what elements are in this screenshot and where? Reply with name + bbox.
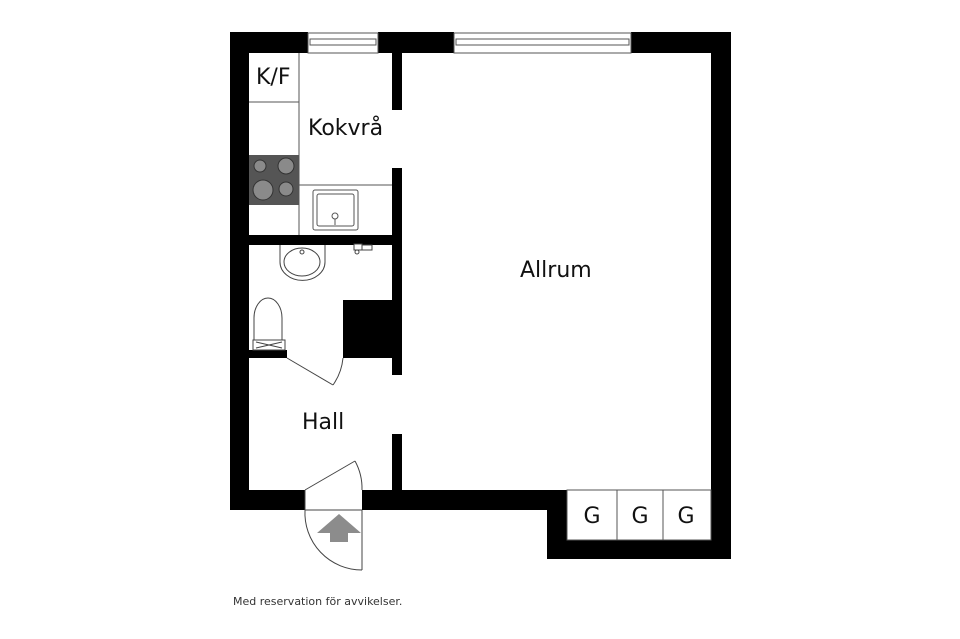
stove-icon bbox=[249, 155, 299, 205]
tap-icon bbox=[353, 243, 373, 255]
room-label-hall: Hall bbox=[302, 410, 345, 435]
wardrobe-label: G bbox=[583, 504, 601, 529]
window-living-room bbox=[453, 32, 632, 54]
bathroom-door[interactable] bbox=[286, 357, 344, 386]
wardrobes bbox=[566, 489, 712, 541]
wardrobe-label: G bbox=[631, 504, 649, 529]
fridge-freezer-label: K/F bbox=[256, 65, 291, 90]
wardrobe-label: G bbox=[677, 504, 695, 529]
window-kitchen bbox=[307, 32, 379, 54]
room-label-living-room: Allrum bbox=[520, 258, 592, 283]
room-label-kitchen-nook: Kokvrå bbox=[308, 116, 384, 141]
toilet-icon bbox=[252, 297, 286, 351]
sink-icon bbox=[312, 189, 359, 231]
outer-walls bbox=[230, 32, 731, 559]
disclaimer-text: Med reservation för avvikelser. bbox=[233, 595, 403, 608]
washbasin-icon bbox=[279, 245, 326, 281]
entrance-arrow-icon bbox=[317, 514, 361, 542]
interior-walls bbox=[249, 53, 402, 490]
entrance-door[interactable] bbox=[304, 460, 363, 571]
